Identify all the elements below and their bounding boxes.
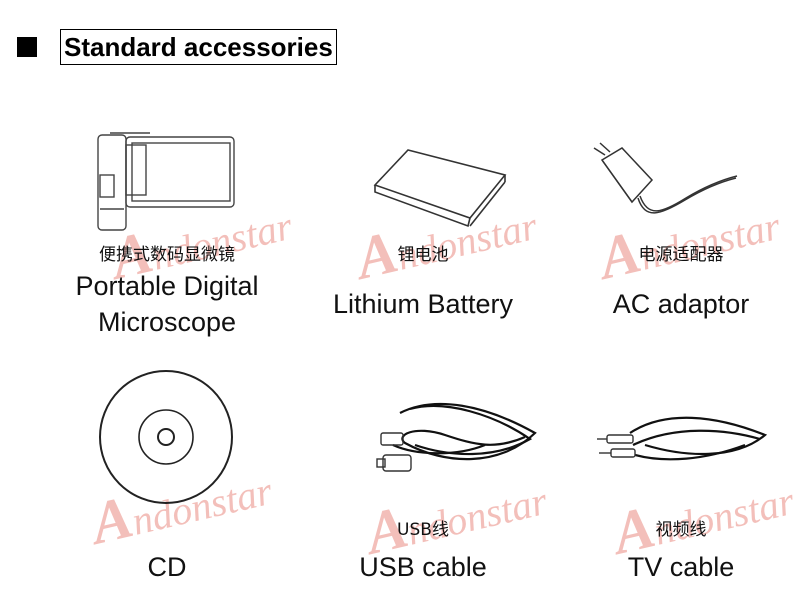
item-cd: CD — [34, 515, 300, 595]
item-microscope: 便携式数码显微镜 Portable Digital Microscope — [34, 240, 300, 340]
item-en-label: TV cable — [627, 552, 735, 582]
usb-cable-icon — [376, 402, 537, 472]
item-cn-label: 电源适配器 — [638, 245, 724, 265]
item-cn-label: USB线 — [397, 520, 449, 540]
item-battery: 锂电池 Lithium Battery — [290, 240, 556, 320]
battery-icon — [373, 149, 507, 228]
item-cn-label: 锂电池 — [397, 245, 449, 265]
item-en-label: AC adaptor — [612, 289, 750, 319]
tv-cable-icon — [597, 416, 768, 461]
item-en-label: CD — [147, 552, 187, 582]
item-ac-adaptor: 电源适配器 AC adaptor — [548, 240, 800, 320]
item-tv-cable: 视频线 TV cable — [548, 515, 800, 595]
item-en-label: USB cable — [359, 552, 487, 582]
page-title: Standard accessories — [60, 29, 337, 65]
item-usb-cable: USB线 USB cable — [290, 515, 556, 595]
item-en-label: Portable Digital Microscope — [75, 271, 259, 337]
ac-adaptor-icon — [593, 142, 738, 214]
item-cn-label: 视频线 — [655, 520, 707, 540]
header-square-icon — [17, 37, 37, 57]
cd-icon — [99, 370, 233, 504]
item-cn-label: 便携式数码显微镜 — [99, 245, 235, 265]
microscope-icon — [97, 132, 235, 231]
item-en-label: Lithium Battery — [332, 289, 514, 319]
